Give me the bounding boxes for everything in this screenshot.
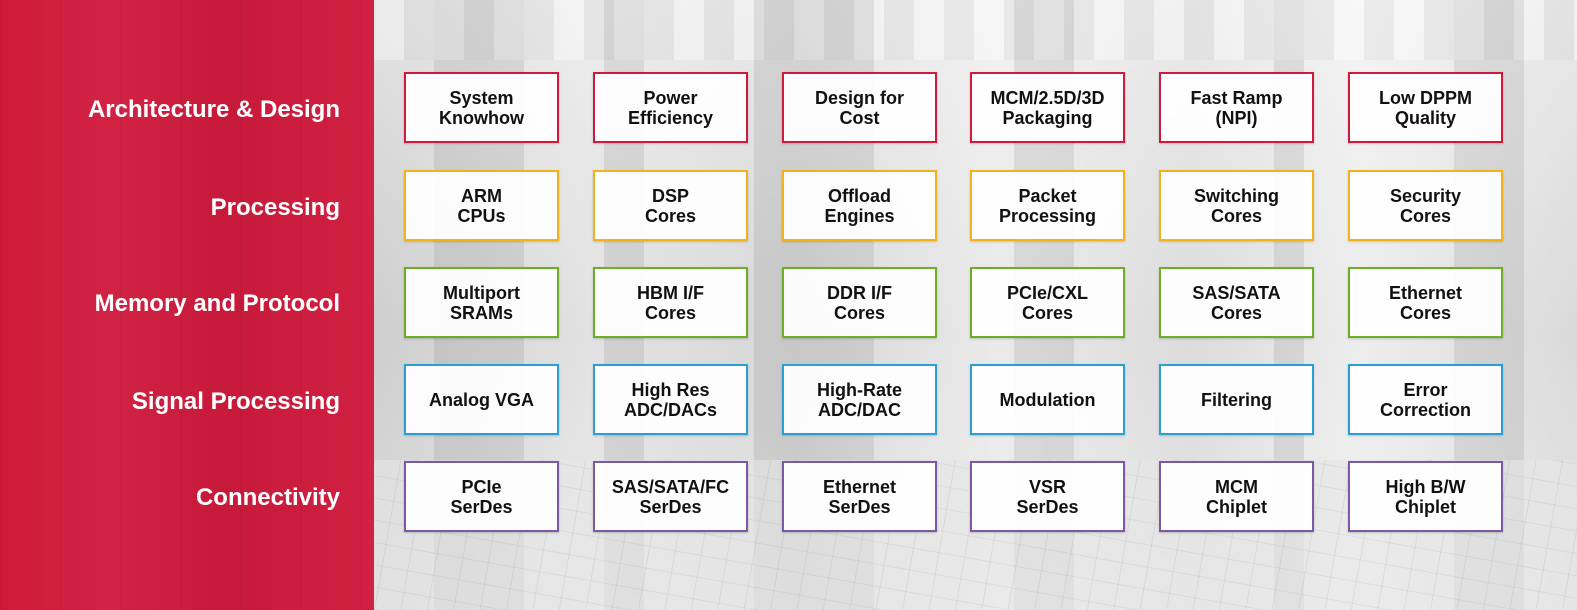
cell-vsr-serdes: VSR SerDes bbox=[970, 461, 1125, 532]
cell-pcie-cxl-cores: PCIe/CXL Cores bbox=[970, 267, 1125, 338]
cell-filtering: Filtering bbox=[1159, 364, 1314, 435]
row-label-connectivity: Connectivity bbox=[195, 484, 340, 511]
cell-system-knowhow: System Knowhow bbox=[404, 72, 559, 143]
row-label-processing: Processing bbox=[210, 194, 340, 221]
cell-high-rate-adc-dac: High-Rate ADC/DAC bbox=[782, 364, 937, 435]
cell-ethernet-serdes: Ethernet SerDes bbox=[782, 461, 937, 532]
row-label-memory-protocol: Memory and Protocol bbox=[94, 290, 340, 317]
cell-power-efficiency: Power Efficiency bbox=[593, 72, 748, 143]
cell-error-correction: Error Correction bbox=[1348, 364, 1503, 435]
cell-sas-sata-cores: SAS/SATA Cores bbox=[1159, 267, 1314, 338]
cell-sas-sata-fc-serdes: SAS/SATA/FC SerDes bbox=[593, 461, 748, 532]
category-panel bbox=[0, 0, 374, 610]
cell-ethernet-cores: Ethernet Cores bbox=[1348, 267, 1503, 338]
cell-mcm-packaging: MCM/2.5D/3D Packaging bbox=[970, 72, 1125, 143]
cell-low-dppm: Low DPPM Quality bbox=[1348, 72, 1503, 143]
cell-multiport-srams: Multiport SRAMs bbox=[404, 267, 559, 338]
cell-ddr-cores: DDR I/F Cores bbox=[782, 267, 937, 338]
cell-design-for-cost: Design for Cost bbox=[782, 72, 937, 143]
row-label-signal-processing: Signal Processing bbox=[131, 388, 340, 415]
cell-security-cores: Security Cores bbox=[1348, 170, 1503, 241]
row-label-architecture-design: Architecture & Design bbox=[87, 96, 340, 123]
cell-offload-engines: Offload Engines bbox=[782, 170, 937, 241]
cell-mcm-chiplet: MCM Chiplet bbox=[1159, 461, 1314, 532]
cell-analog-vga: Analog VGA bbox=[404, 364, 559, 435]
cell-modulation: Modulation bbox=[970, 364, 1125, 435]
cell-arm-cpus: ARM CPUs bbox=[404, 170, 559, 241]
cell-dsp-cores: DSP Cores bbox=[593, 170, 748, 241]
cell-high-bw-chiplet: High B/W Chiplet bbox=[1348, 461, 1503, 532]
cell-pcie-serdes: PCIe SerDes bbox=[404, 461, 559, 532]
cell-switching-cores: Switching Cores bbox=[1159, 170, 1314, 241]
cell-high-res-adc-dacs: High Res ADC/DACs bbox=[593, 364, 748, 435]
cell-fast-ramp: Fast Ramp (NPI) bbox=[1159, 72, 1314, 143]
cell-hbm-cores: HBM I/F Cores bbox=[593, 267, 748, 338]
cell-packet-processing: Packet Processing bbox=[970, 170, 1125, 241]
